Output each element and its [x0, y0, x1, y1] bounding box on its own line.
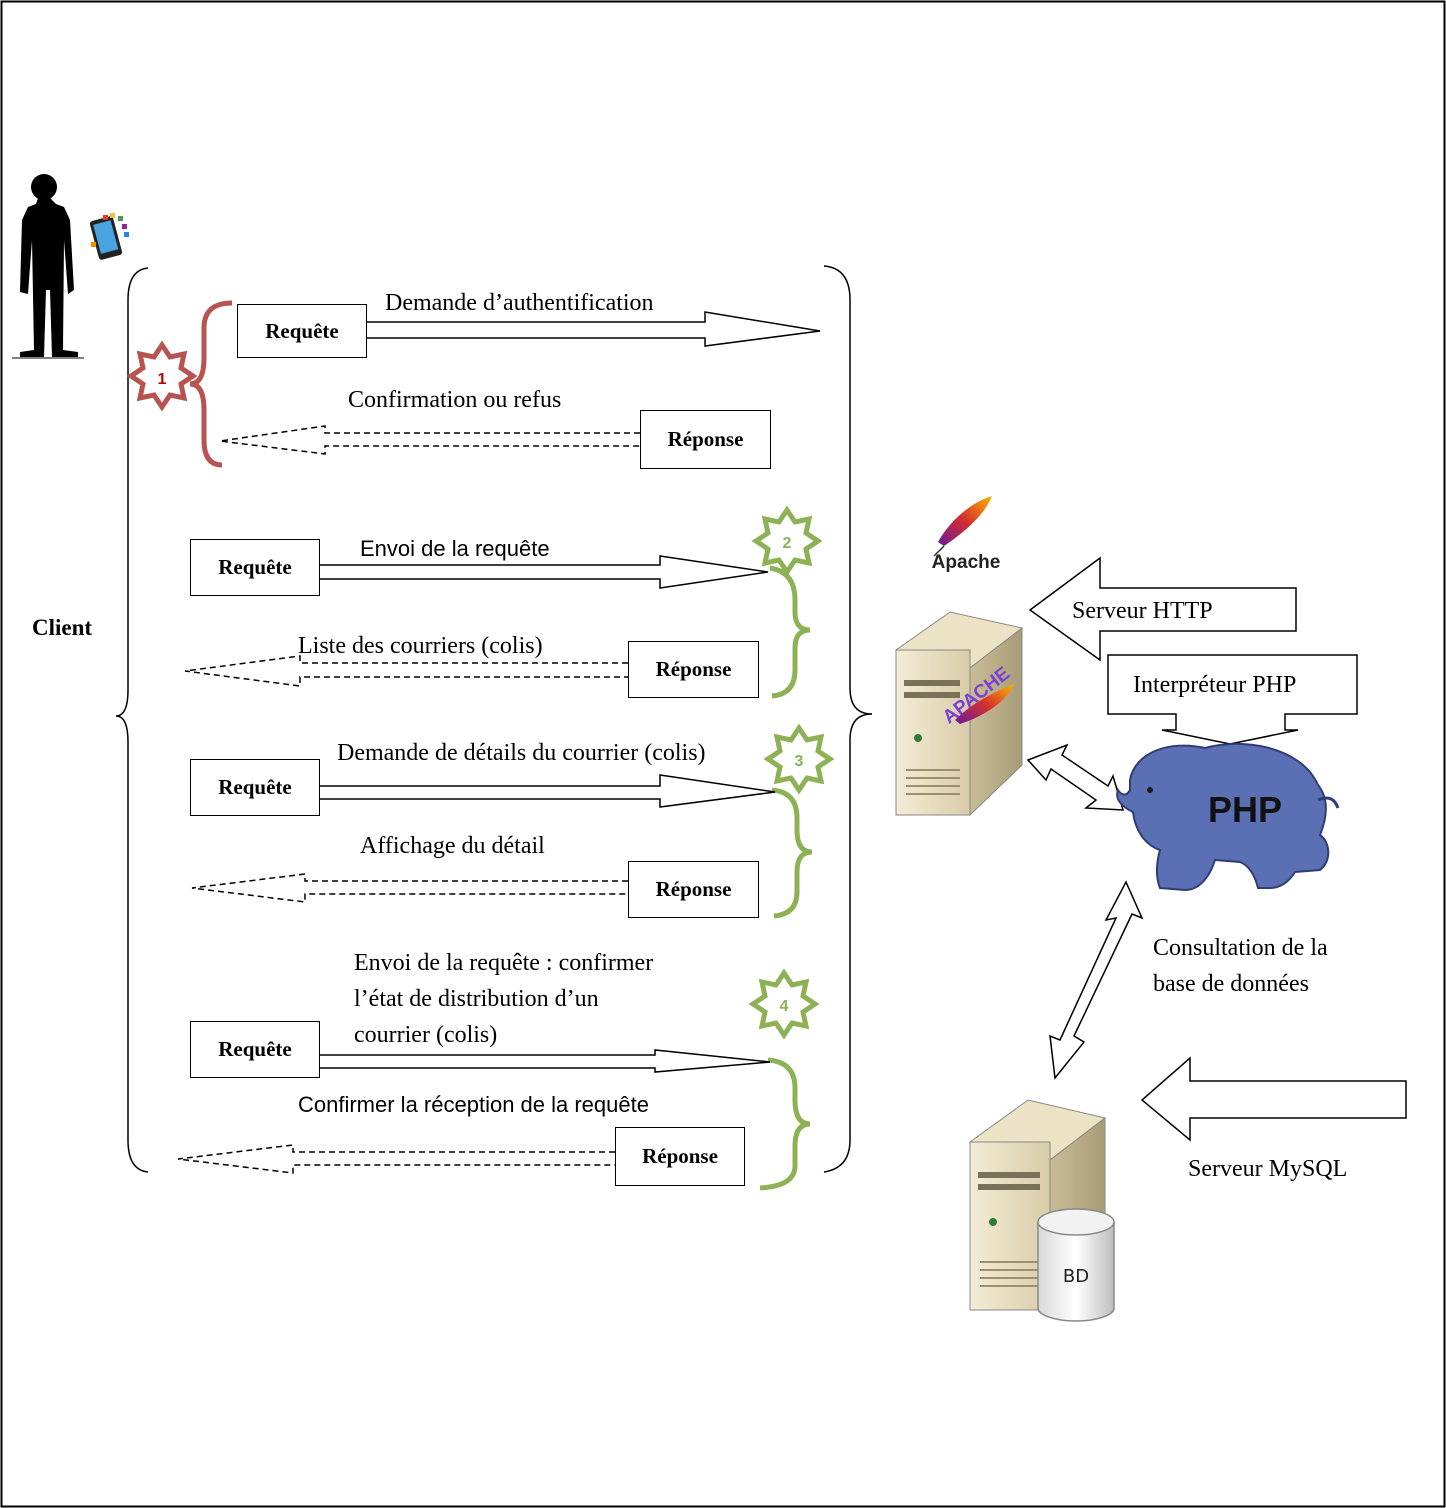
person-icon: [20, 174, 78, 357]
step2-number: 2: [783, 535, 792, 552]
request-label-2: Envoi de la requête: [360, 536, 550, 561]
php-interpreter-callout: [1107, 654, 1358, 745]
request-arrow-2: [318, 555, 769, 589]
db-consultation-line-2: base de données: [1153, 971, 1309, 997]
db-consultation-line-1: Consultation de la: [1153, 935, 1328, 961]
response-box-4: Réponse: [615, 1127, 745, 1186]
php-db-double-arrow: [1049, 880, 1144, 1080]
request-label-4-line-1: Envoi de la requête : confirmer: [354, 950, 654, 976]
request-arrow-3: [318, 774, 776, 808]
request-box-2: Requête: [190, 539, 320, 596]
step3-number: 3: [795, 753, 804, 770]
response-arrow-2: [184, 655, 628, 687]
client-brace-left: [115, 267, 149, 1173]
step4-brace: [759, 1057, 811, 1191]
step1-badge-icon: [126, 340, 198, 412]
step2-brace: [769, 565, 811, 699]
mysql-arrow: [1140, 1056, 1407, 1142]
step3-brace: [771, 787, 813, 919]
php-interpreter-label: Interpréteur PHP: [1133, 672, 1297, 698]
step4-badge-icon: [748, 968, 820, 1040]
response-box-2: Réponse: [628, 641, 759, 698]
apache-feather-icon: [933, 496, 992, 557]
response-arrow-3: [191, 873, 628, 903]
response-box-1: Réponse: [640, 410, 771, 469]
database-cylinder-icon: [1037, 1208, 1115, 1322]
apache-logo-text: Apache: [932, 552, 1001, 573]
client-label: Client: [32, 615, 93, 640]
response-arrow-1: [219, 425, 640, 455]
php-elephant-icon: [1116, 742, 1340, 892]
response-label-3: Affichage du détail: [360, 833, 545, 859]
apache-php-double-arrow: [1026, 743, 1125, 811]
request-label-4-line-2: l’état de distribution d’un: [354, 986, 599, 1012]
step1-number: 1: [158, 371, 167, 388]
request-box-4: Requête: [190, 1021, 320, 1078]
client-brace-right: [823, 265, 873, 1173]
step4-number: 4: [780, 998, 789, 1015]
response-label-2: Liste des courriers (colis): [298, 633, 543, 659]
php-logo-text: PHP: [1208, 789, 1282, 830]
step1-brace: [189, 300, 233, 468]
database-label: BD: [1063, 1266, 1089, 1287]
phone-apps-icon: [89, 213, 129, 260]
response-label-4: Confirmer la réception de la requête: [298, 1092, 649, 1117]
step3-badge-icon: [763, 723, 835, 795]
request-label-3: Demande de détails du courrier (colis): [337, 740, 706, 766]
request-arrow-4: [318, 1049, 771, 1073]
response-arrow-4: [177, 1144, 615, 1174]
http-arrow: [1028, 556, 1297, 662]
request-label-1: Demande d’authentification: [385, 290, 654, 316]
http-server-label: Serveur HTTP: [1072, 598, 1213, 624]
apache-server-icon: [894, 611, 1024, 817]
request-box-3: Requête: [190, 759, 320, 816]
request-label-4: Envoi de la requête : confirmer l’état d…: [354, 945, 653, 1053]
response-box-3: Réponse: [628, 861, 759, 918]
request-label-4-line-3: courrier (colis): [354, 1022, 498, 1048]
db-consultation-label: Consultation de la base de données: [1153, 930, 1328, 1002]
request-arrow-1: [366, 311, 821, 347]
step2-badge-icon: [751, 505, 823, 577]
mysql-server-label: Serveur MySQL: [1188, 1156, 1348, 1182]
request-box-1: Requête: [237, 304, 367, 358]
response-label-1: Confirmation ou refus: [348, 387, 562, 413]
